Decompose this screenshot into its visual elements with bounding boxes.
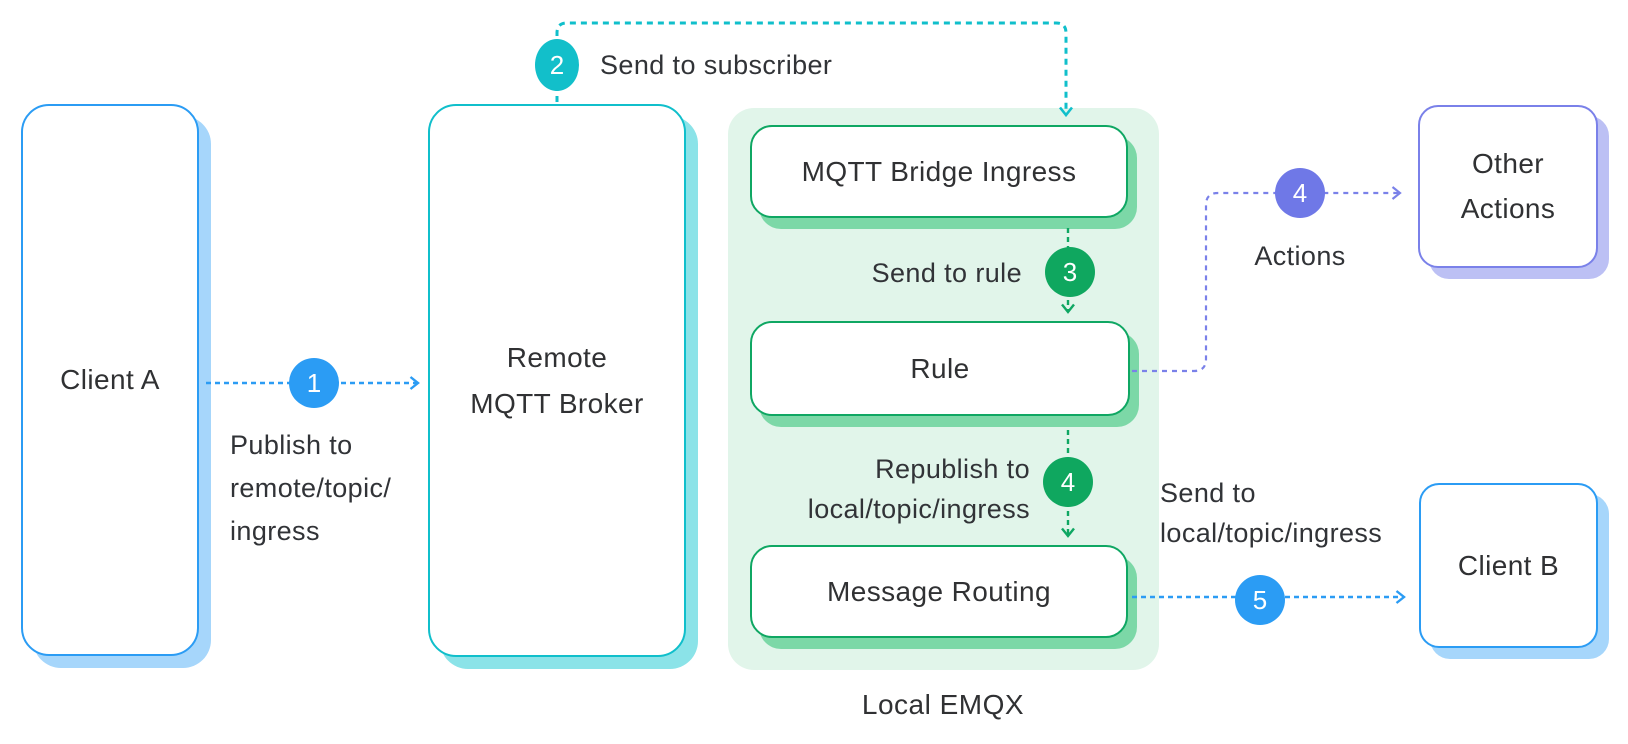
node-rule: Rule [750, 321, 1130, 416]
label-local-emqx: Local EMQX [861, 689, 1025, 720]
node-rule-label: Rule [910, 352, 970, 384]
node-mqtt-bridge-ingress: MQTT Bridge Ingress [750, 125, 1128, 218]
node-message-routing-label: Message Routing [827, 575, 1051, 607]
node-remote-mqtt-broker: Remote MQTT Broker [428, 104, 686, 657]
flow-label-line: local/topic/ingress [807, 494, 1030, 524]
flow-label-line: Send to [1160, 478, 1256, 508]
flow-label-line: Send to rule [871, 258, 1022, 288]
node-remote-label-line2: MQTT Broker [470, 387, 644, 419]
node-mqtt-bridge-ingress-label: MQTT Bridge Ingress [801, 155, 1077, 187]
flow-label-send-to-local: Send to local/topic/ingress [1160, 473, 1382, 553]
node-client-b: Client B [1419, 483, 1598, 648]
node-client-b-label: Client B [1457, 549, 1560, 581]
flow-label-line: Send to subscriber [600, 50, 833, 80]
flow-label-republish-to-local: Republish to local/topic/ingress [760, 449, 1030, 529]
flow-label-send-to-subscriber: Send to subscriber [600, 50, 832, 80]
step-badge-5: 5 [1235, 575, 1285, 625]
flow-label-line: ingress [230, 516, 320, 546]
step-badge-3: 3 [1045, 247, 1095, 297]
node-remote-label-line1: Remote [506, 342, 608, 374]
node-other-actions-label-line2: Actions [1460, 192, 1556, 224]
node-client-a: Client A [21, 104, 199, 656]
flow-label-publish-to-remote: Publish to remote/topic/ ingress [230, 424, 391, 553]
node-client-a-label: Client A [60, 364, 160, 396]
flow-label-line: remote/topic/ [230, 473, 392, 503]
flow-label-actions: Actions [1230, 241, 1370, 271]
arrow-rule-to-other-actions [1132, 186, 1402, 373]
flow-label-line: Republish to [875, 454, 1030, 484]
node-other-actions: Other Actions [1418, 105, 1598, 268]
flow-label-line: Publish to [230, 430, 353, 460]
flow-label-line: local/topic/ingress [1160, 518, 1383, 548]
flow-label-line: Actions [1254, 241, 1346, 271]
flow-label-send-to-rule: Send to rule [782, 258, 1022, 288]
step-badge-2: 2 [535, 39, 579, 91]
node-message-routing: Message Routing [750, 545, 1128, 638]
step-badge-4-actions: 4 [1275, 168, 1325, 218]
step-badge-4-republish: 4 [1043, 457, 1093, 507]
node-other-actions-label-line1: Other [1471, 148, 1545, 180]
step-badge-1: 1 [289, 358, 339, 408]
